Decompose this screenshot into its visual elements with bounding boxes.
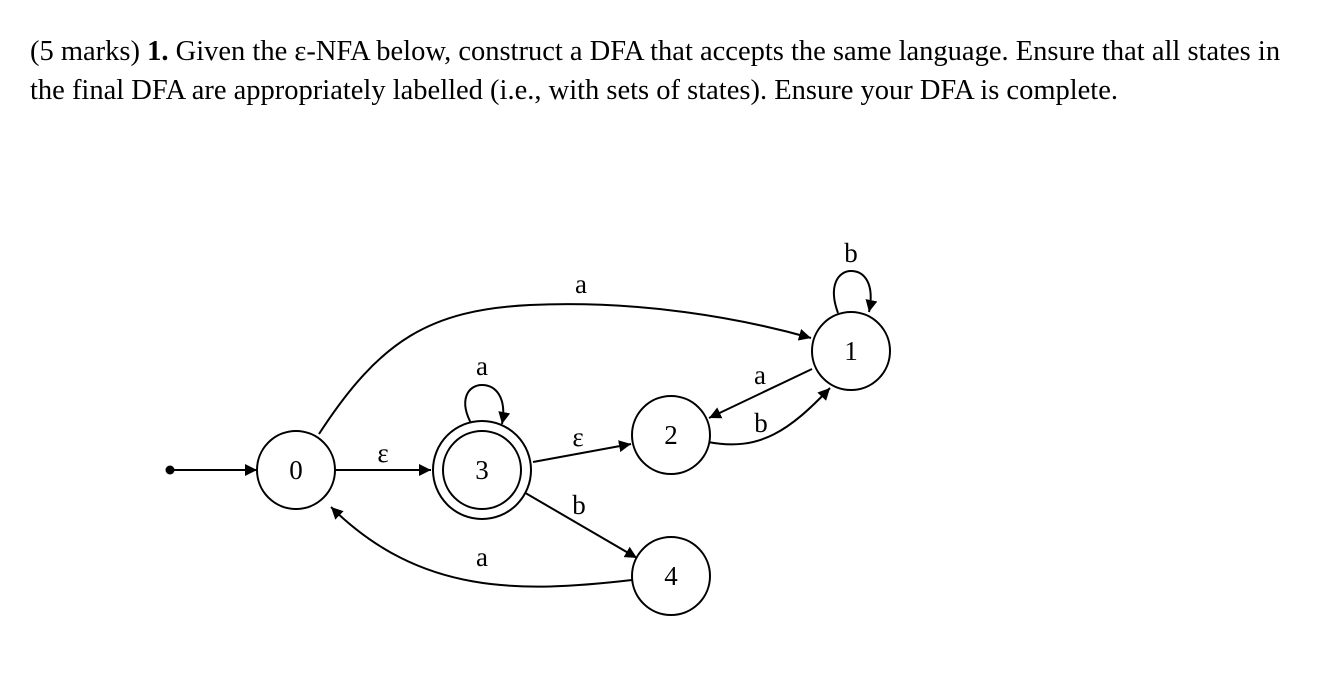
state-0: 0 (256, 430, 336, 510)
edge-label-2-1: b (754, 408, 768, 438)
edge-label-4-0: a (476, 542, 488, 572)
edge-0-1 (318, 303, 812, 435)
question-body: Given the ε-NFA below, construct a DFA t… (30, 36, 1281, 106)
question-number: 1. (147, 36, 169, 67)
state-circle-0 (256, 430, 336, 510)
edge-2-1 (707, 387, 831, 446)
state-3-accepting: 3 (432, 420, 532, 520)
transition-0-1: a (318, 269, 812, 435)
transition-2-1: b (707, 387, 831, 446)
edge-1-1 (832, 269, 878, 314)
transition-0-3: ε (336, 438, 431, 476)
transition-4-0: a (330, 506, 633, 588)
transition-3-3: a (464, 351, 511, 426)
state-circle-2 (631, 395, 711, 475)
edge-label-3-2: ε (572, 422, 583, 452)
edge-label-3-4: b (572, 490, 586, 520)
state-label-1: 1 (844, 336, 858, 366)
start-dot (165, 465, 175, 475)
question-marks: (5 marks) (30, 36, 141, 67)
edge-label-0-1: a (575, 269, 587, 299)
edge-3-3 (464, 383, 511, 426)
state-2: 2 (631, 395, 711, 475)
edge-1-2 (708, 368, 813, 419)
transition-1-1: b (832, 238, 878, 314)
edge-4-0 (330, 506, 633, 588)
edge-label-0-3: ε (377, 438, 388, 468)
state-label-0: 0 (289, 455, 303, 485)
start-arrow (165, 464, 257, 476)
edge-label-1-2: a (754, 360, 766, 390)
edge-label-1-1: b (844, 238, 858, 268)
transition-3-2: ε (532, 422, 632, 463)
edge-3-2 (532, 440, 632, 463)
state-circle-1 (811, 311, 891, 391)
edge-label-3-3: a (476, 351, 488, 381)
state-circle-4 (631, 536, 711, 616)
edge-3-4 (521, 490, 638, 559)
transition-1-2: a (708, 360, 813, 419)
transition-3-4: b (521, 490, 638, 559)
state-label-4: 4 (664, 561, 678, 591)
state-label-2: 2 (664, 420, 678, 450)
state-4: 4 (631, 536, 711, 616)
question-text: (5 marks) 1. Given the ε-NFA below, cons… (30, 32, 1300, 110)
state-inner-circle-3 (442, 430, 522, 510)
state-1: 1 (811, 311, 891, 391)
state-label-3: 3 (475, 455, 489, 485)
